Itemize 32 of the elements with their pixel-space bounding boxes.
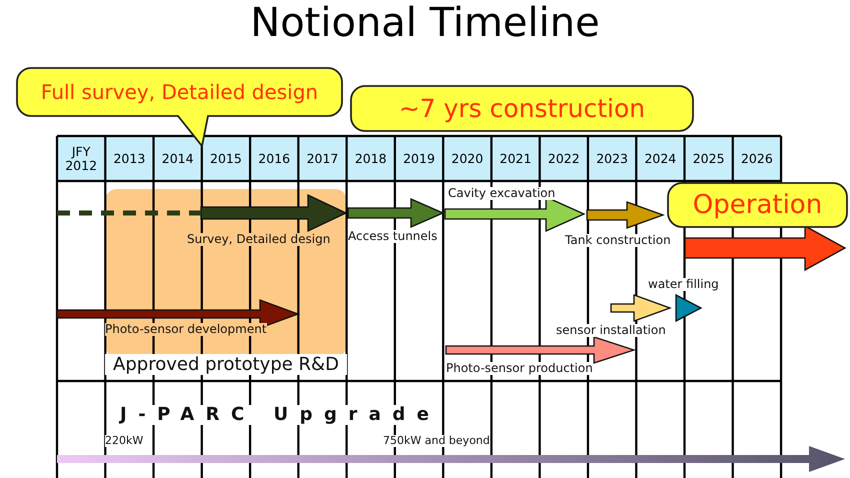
- callout-bubble: [350, 85, 694, 132]
- callout-bubble: [16, 67, 343, 147]
- power-label: 220kW: [105, 435, 144, 448]
- year-cell: 2023: [588, 136, 636, 181]
- task-label: Cavity excavation: [448, 187, 556, 200]
- year-cell: 2022: [540, 136, 588, 181]
- title: Notional Timeline: [249, 0, 601, 46]
- band-label: Approved prototype R&D: [105, 354, 347, 375]
- year-cell: 2024: [636, 136, 684, 181]
- task-label: sensor installation: [556, 324, 666, 338]
- year-cell: 2014: [154, 136, 202, 181]
- callout-text: Operation: [692, 189, 824, 222]
- task-label: water filling: [648, 278, 719, 292]
- year-cell: 2017: [298, 136, 347, 181]
- task-label: Tank construction: [565, 234, 671, 248]
- task-label: Photo-sensor production: [446, 362, 593, 376]
- year-cell: 2025: [684, 136, 733, 181]
- year-cell: 2016: [250, 136, 298, 181]
- year-cell: 2021: [491, 136, 540, 181]
- task-label: Survey, Detailed design: [187, 233, 330, 246]
- year-cell: 2018: [346, 136, 395, 181]
- power-label: 750kW and beyond: [383, 435, 490, 448]
- year-cell: 2020: [443, 136, 492, 181]
- callout-bubble: [667, 182, 848, 228]
- year-cell: 2026: [732, 136, 782, 181]
- year-cell: JFY 2012: [57, 136, 106, 181]
- task-label: Photo-sensor development: [105, 323, 267, 336]
- callout-text: Full survey, Detailed design: [40, 79, 320, 106]
- year-cell: 2013: [105, 136, 154, 181]
- task-label: Access tunnels: [348, 230, 438, 244]
- year-cell: 2019: [394, 136, 444, 181]
- callout-text: ~7 yrs construction: [398, 93, 646, 125]
